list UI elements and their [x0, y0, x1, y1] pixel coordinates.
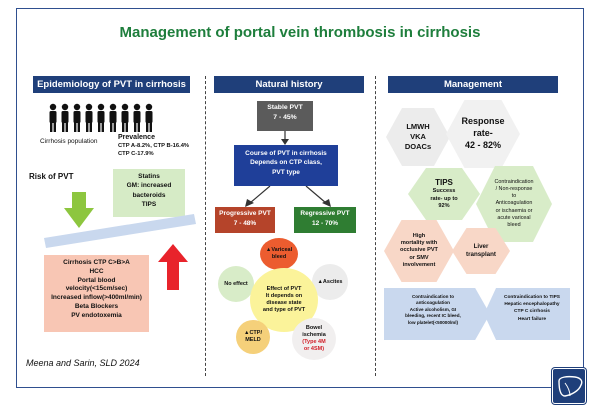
- contra-line-2: / Non-response: [495, 186, 533, 193]
- tips-contra-line-4: Heart failure: [518, 316, 546, 322]
- ctp-line-2: MELD: [245, 337, 261, 343]
- tips-hexagon: TIPS Success rate- up to 92%: [408, 168, 480, 220]
- drug-lmwh: LMWH: [406, 122, 430, 132]
- tips-contra-line-3: CTP C cirrhosis: [514, 309, 550, 315]
- mortality-line-2: mortality with: [400, 240, 438, 247]
- natural-history-header: Natural history: [214, 76, 364, 93]
- bowel-ischemia-circle: Bowel ischemia (Type 4M or 4SM): [292, 318, 336, 360]
- variceal-line-2: bleed: [271, 254, 287, 260]
- stable-pvt-value: 7 - 45%: [273, 114, 297, 122]
- regressive-pvt-value: 12 - 70%: [311, 219, 339, 227]
- transplant-line-1: Liver: [473, 242, 489, 250]
- risk-of-pvt-label: Risk of PVT: [29, 172, 74, 181]
- ctp-line-1: ▲CTP/: [244, 330, 262, 337]
- contra-line-3: to: [511, 193, 517, 200]
- anticoag-contra-line-4: bleeding, recent IC bleed,: [405, 313, 461, 319]
- population-icon: [49, 103, 153, 132]
- contra-line-7: bleed: [507, 221, 521, 228]
- protective-factors-box: Statins GM: increased bacteroids TIPS: [113, 169, 185, 217]
- ascites-label: ▲Ascites: [317, 278, 343, 285]
- protective-tips: TIPS: [141, 201, 157, 209]
- tips-line-2: rate- up to: [430, 195, 458, 202]
- anticoag-contra-line-2: anticoagulation: [416, 300, 450, 306]
- tips-contra-line-2: Hepatic encephalopathy: [504, 302, 560, 308]
- course-of-pvt-box: Course of PVT in cirrhosis Depends on CT…: [234, 145, 338, 186]
- response-line-3: 42 - 82%: [464, 139, 501, 150]
- tips-contraindication-chevron: Contraindication to TIPS Hepatic encepha…: [484, 288, 570, 340]
- risk-factor-ctp: Cirrhosis CTP C>B>A: [63, 259, 130, 266]
- no-effect-label: No effect: [224, 280, 248, 287]
- tips-line-3: 92%: [438, 202, 450, 209]
- tips-title: TIPS: [435, 177, 453, 187]
- seesaw-bar-icon: [44, 214, 196, 248]
- no-effect-circle: No effect: [218, 266, 254, 302]
- arrow-stable-to-course: [281, 131, 289, 145]
- regressive-pvt-label: Regressive PVT: [300, 210, 350, 217]
- stable-pvt-box: Stable PVT 7 - 45%: [257, 101, 313, 131]
- bowel-line-1: Bowel: [305, 325, 323, 332]
- green-down-arrow-icon: [64, 192, 94, 228]
- course-line-3: PVT type: [272, 168, 300, 176]
- ascites-circle: ▲Ascites: [312, 264, 348, 300]
- risk-factors-box: Cirrhosis CTP C>B>A HCC Portal blood vel…: [44, 255, 149, 332]
- risk-factor-hcc: HCC: [89, 267, 104, 275]
- progressive-pvt-value: 7 - 48%: [233, 219, 257, 227]
- tips-contra-line-1: Contraindication to TIPS: [504, 295, 560, 300]
- anticoag-contraindication-chevron: Contraindication to anticoagulation Acti…: [384, 288, 490, 340]
- contra-line-6: acute variceal: [497, 214, 531, 221]
- protective-gm: GM: increased bacteroids: [126, 182, 172, 199]
- contra-line-4: Anticoagulation: [495, 200, 533, 207]
- response-line-2: rate-: [473, 128, 493, 139]
- mortality-line-4: or SMV: [409, 254, 429, 261]
- bowel-note-2: or 4SM): [303, 345, 325, 352]
- risk-factor-beta-blockers: Beta Blockers: [74, 302, 119, 310]
- anticoag-contra-line-5: low platelet(<50000/ml): [407, 319, 459, 325]
- population-label: Cirrhosis population: [40, 138, 98, 145]
- stable-pvt-label: Stable PVT: [267, 104, 303, 111]
- liver-logo-icon: [552, 368, 586, 404]
- management-header: Management: [388, 76, 558, 93]
- contra-line-5: or ischaemia or: [495, 207, 533, 214]
- prevalence-title: Prevalence: [118, 134, 155, 141]
- transplant-line-2: transplant: [466, 251, 496, 258]
- bowel-line-2: ischemia: [302, 332, 326, 339]
- tips-line-1: Success: [432, 188, 456, 195]
- risk-factor-endotoxemia: PV endotoxemia: [71, 311, 122, 319]
- effect-center-line-2: It depends on: [265, 293, 303, 300]
- risk-factor-inflow: Increased inflow(>400ml/min): [51, 294, 142, 302]
- red-up-arrow-icon: [158, 244, 188, 290]
- course-line-2: Depends on CTP class,: [250, 159, 322, 167]
- progressive-pvt-box: Progressive PVT 7 - 48%: [215, 207, 275, 233]
- citation: Meena and Sarin, SLD 2024: [26, 358, 140, 368]
- anticoag-contra-line-3: Active alcoholism, GI: [409, 306, 457, 312]
- contra-line-1: Contraindication: [494, 179, 534, 186]
- prevalence-line-2: CTP C-17.9%: [118, 151, 154, 157]
- course-line-1: Course of PVT in cirrhosis: [245, 150, 327, 157]
- drug-doacs: DOACs: [404, 141, 432, 151]
- effect-center-line-3: disease state: [266, 300, 302, 306]
- column-divider-right: [375, 76, 376, 376]
- epidemiology-header: Epidemiology of PVT in cirrhosis: [33, 76, 190, 93]
- mortality-line-3: occlusive PVT: [400, 247, 438, 254]
- column-divider-left: [205, 76, 206, 376]
- progressive-pvt-label: Progressive PVT: [219, 210, 271, 217]
- variceal-line-1: ▲Variceal: [265, 247, 293, 254]
- risk-factor-velocity: Portal blood velocity(<15cm/sec): [65, 276, 128, 293]
- ctp-meld-circle: ▲CTP/MELD: [236, 320, 270, 354]
- page-title: Management of portal vein thrombosis in …: [119, 24, 481, 41]
- response-line-1: Response: [461, 116, 505, 127]
- bowel-note-1: (Type 4M: [302, 339, 326, 345]
- protective-statins: Statins: [138, 173, 160, 180]
- mortality-line-5: involvement: [402, 261, 436, 268]
- effect-center-line-1: Effect of PVT: [266, 286, 302, 293]
- effect-center-line-4: and type of PVT: [262, 306, 306, 313]
- prevalence-line-1: CTP A-8.2%, CTP B-16.4%: [118, 143, 190, 149]
- drug-vka: VKA: [410, 132, 426, 142]
- arrows-course-to-outcomes: [245, 186, 331, 207]
- mortality-line-1: High: [412, 232, 426, 239]
- anticoag-contra-line-1: Contraindication to: [411, 294, 455, 299]
- regressive-pvt-box: Regressive PVT 12 - 70%: [294, 207, 356, 233]
- response-rate-hexagon: Response rate- 42 - 82%: [446, 100, 520, 168]
